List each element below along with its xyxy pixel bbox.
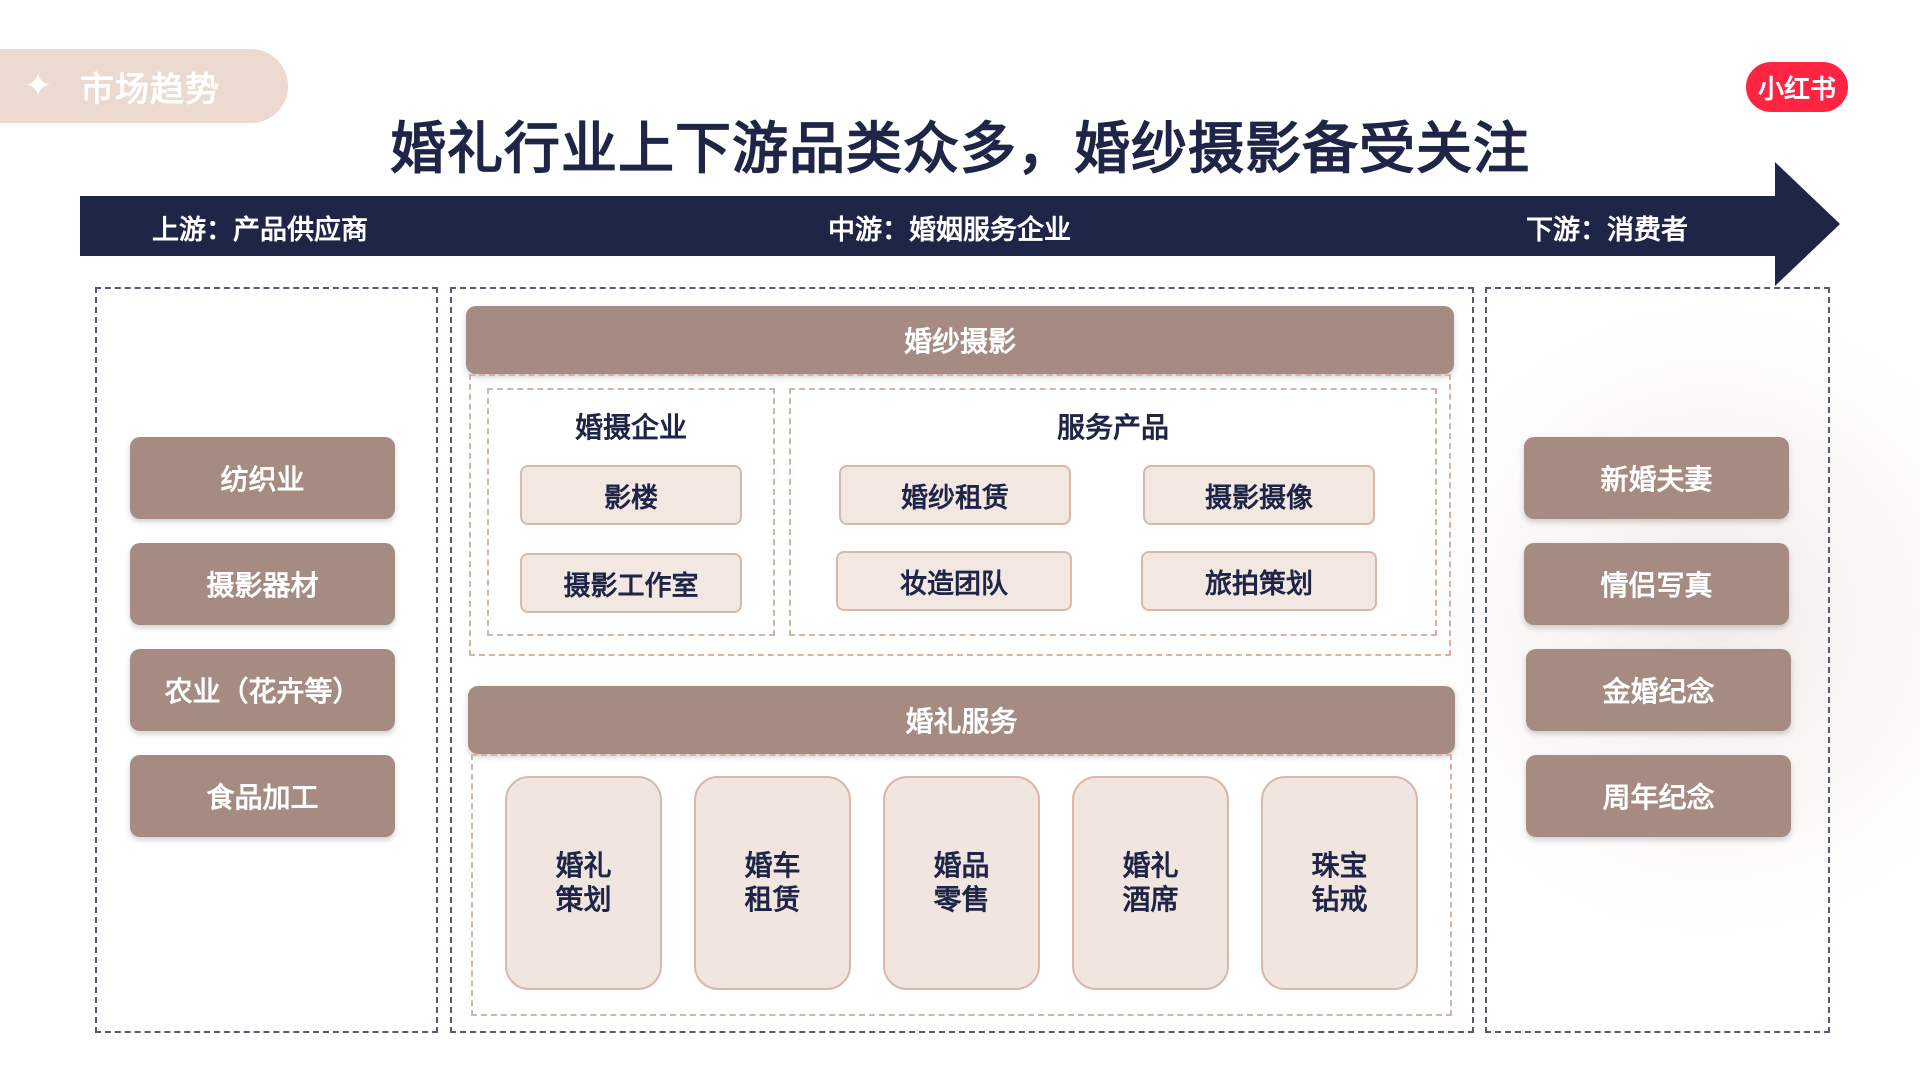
wedding-service-header: 婚礼服务 [468, 686, 1455, 754]
wedding-service-block [471, 754, 1452, 1016]
companies-group [487, 388, 775, 636]
page-title: 婚礼行业上下游品类众多，婚纱摄影备受关注 [390, 117, 1530, 182]
downstream-column [1485, 287, 1830, 1033]
services-group [789, 388, 1437, 636]
service-item-photo-video: 摄影摄像 [1143, 465, 1375, 525]
section-tag: ✦ 市场趋势 [0, 49, 288, 123]
brand-logo: 小红书 [1746, 62, 1848, 112]
downstream-item-couple-photos: 情侣写真 [1524, 543, 1789, 625]
card-line2: 钻戒 [1311, 883, 1368, 916]
upstream-item-food-processing: 食品加工 [130, 755, 395, 837]
downstream-label: 下游：消费者 [1526, 215, 1688, 246]
card-line1: 珠宝 [1311, 849, 1368, 882]
midstream-label: 中游：婚姻服务企业 [828, 215, 1071, 246]
wedding-photo-header: 婚纱摄影 [466, 306, 1454, 374]
card-line1: 婚礼 [555, 849, 612, 882]
service-card-wedding-planning: 婚礼 策划 [505, 776, 662, 990]
card-line1: 婚品 [933, 849, 990, 882]
downstream-item-golden-anniversary: 金婚纪念 [1526, 649, 1791, 731]
card-line2: 零售 [933, 883, 990, 916]
upstream-item-camera-equipment: 摄影器材 [130, 543, 395, 625]
upstream-item-textile: 纺织业 [130, 437, 395, 519]
service-card-wedding-retail: 婚品 零售 [883, 776, 1040, 990]
card-line1: 婚车 [744, 849, 801, 882]
wedding-photo-block [469, 374, 1451, 656]
downstream-item-anniversary: 周年纪念 [1526, 755, 1791, 837]
card-line2: 租赁 [744, 883, 801, 916]
upstream-item-agriculture: 农业（花卉等） [130, 649, 395, 731]
service-card-car-rental: 婚车 租赁 [694, 776, 851, 990]
service-item-makeup-team: 妆造团队 [836, 551, 1072, 611]
card-line1: 婚礼 [1122, 849, 1179, 882]
sparkle-icon: ✦ [23, 66, 53, 106]
services-title: 服务产品 [1056, 411, 1169, 444]
service-item-travel-shoot: 旅拍策划 [1141, 551, 1377, 611]
industry-flow-arrow [80, 162, 1840, 286]
section-tag-label: 市场趋势 [80, 69, 220, 110]
card-line2: 酒席 [1122, 883, 1179, 916]
service-card-jewelry: 珠宝 钻戒 [1261, 776, 1418, 990]
service-card-banquet: 婚礼 酒席 [1072, 776, 1229, 990]
upstream-label: 上游：产品供应商 [152, 215, 368, 246]
downstream-item-newlyweds: 新婚夫妻 [1524, 437, 1789, 519]
service-item-dress-rental: 婚纱租赁 [839, 465, 1071, 525]
midstream-column [450, 287, 1474, 1033]
company-item-photo-studio: 摄影工作室 [520, 553, 742, 613]
company-item-studio-shop: 影楼 [520, 465, 742, 525]
upstream-column [95, 287, 438, 1033]
companies-title: 婚摄企业 [574, 411, 687, 444]
card-line2: 策划 [555, 883, 612, 916]
